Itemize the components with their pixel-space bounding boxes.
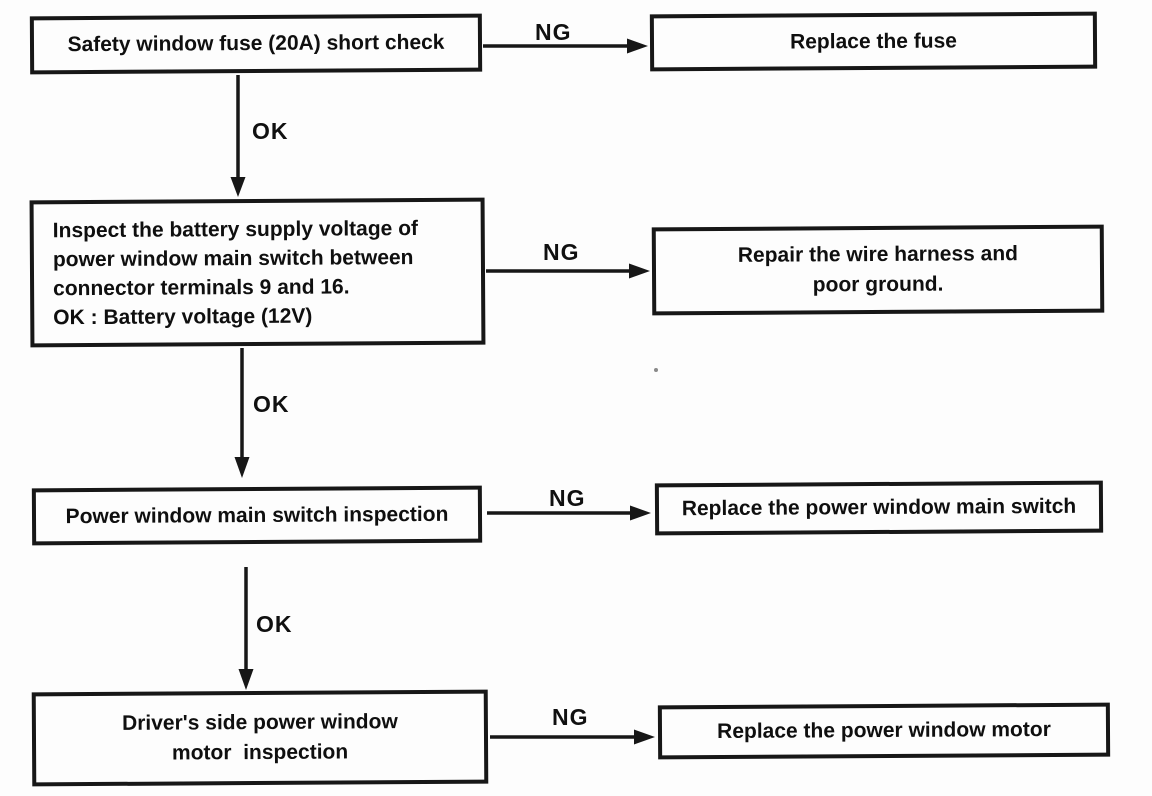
- ng-label-4: NG: [552, 704, 589, 730]
- arrow-ng-3: [487, 505, 651, 521]
- arrow-ok-1: [230, 75, 246, 197]
- step-text-line: OK : Battery voltage (12V): [53, 304, 313, 329]
- action-text-line: Replace the fuse: [789, 28, 958, 54]
- action-box-replace-fuse: Replace the fuse: [649, 11, 1098, 72]
- step-box-fuse-short-check: Safety window fuse (20A) short check: [29, 13, 483, 75]
- arrow-ok-3: [238, 567, 254, 690]
- ng-label-2: NG: [543, 239, 580, 265]
- action-text-line: poor ground.: [812, 272, 944, 297]
- ok-label-3: OK: [256, 611, 293, 637]
- action-box-replace-main-switch: Replace the power window main switch: [654, 480, 1104, 536]
- arrow-ng-1: [483, 38, 648, 54]
- scan-speck: [654, 368, 658, 372]
- step-text-line: Inspect the battery supply voltage of: [52, 216, 419, 242]
- step-box-main-switch-inspection: Power window main switch inspection: [31, 485, 483, 546]
- ng-label-1: NG: [535, 19, 572, 45]
- arrow-ok-2: [234, 348, 250, 478]
- arrow-ng-4: [490, 729, 655, 745]
- ok-label-2: OK: [253, 391, 290, 417]
- step-box-battery-voltage-inspection: Inspect the battery supply voltage of po…: [29, 197, 486, 348]
- step-text-line: Safety window fuse (20A) short check: [67, 30, 445, 57]
- action-box-replace-motor: Replace the power window motor: [657, 702, 1111, 760]
- ok-label-1: OK: [252, 118, 289, 144]
- step-box-motor-inspection: Driver's side power window motor inspect…: [31, 689, 489, 787]
- action-text-line: Replace the power window motor: [717, 717, 1051, 744]
- ng-label-3: NG: [549, 485, 586, 511]
- step-text-line: Driver's side power window: [121, 710, 398, 735]
- action-text-line: Replace the power window main switch: [681, 494, 1077, 521]
- action-text-line: Repair the wire harness and: [737, 242, 1019, 267]
- step-text-line: connector terminals 9 and 16.: [53, 274, 350, 300]
- arrow-ng-2: [486, 263, 650, 279]
- step-text-line: Power window main switch inspection: [65, 502, 449, 528]
- step-text-line: motor inspection: [171, 740, 349, 765]
- action-box-repair-harness: Repair the wire harness and poor ground.: [651, 224, 1105, 316]
- step-text-line: power window main switch between: [52, 245, 414, 271]
